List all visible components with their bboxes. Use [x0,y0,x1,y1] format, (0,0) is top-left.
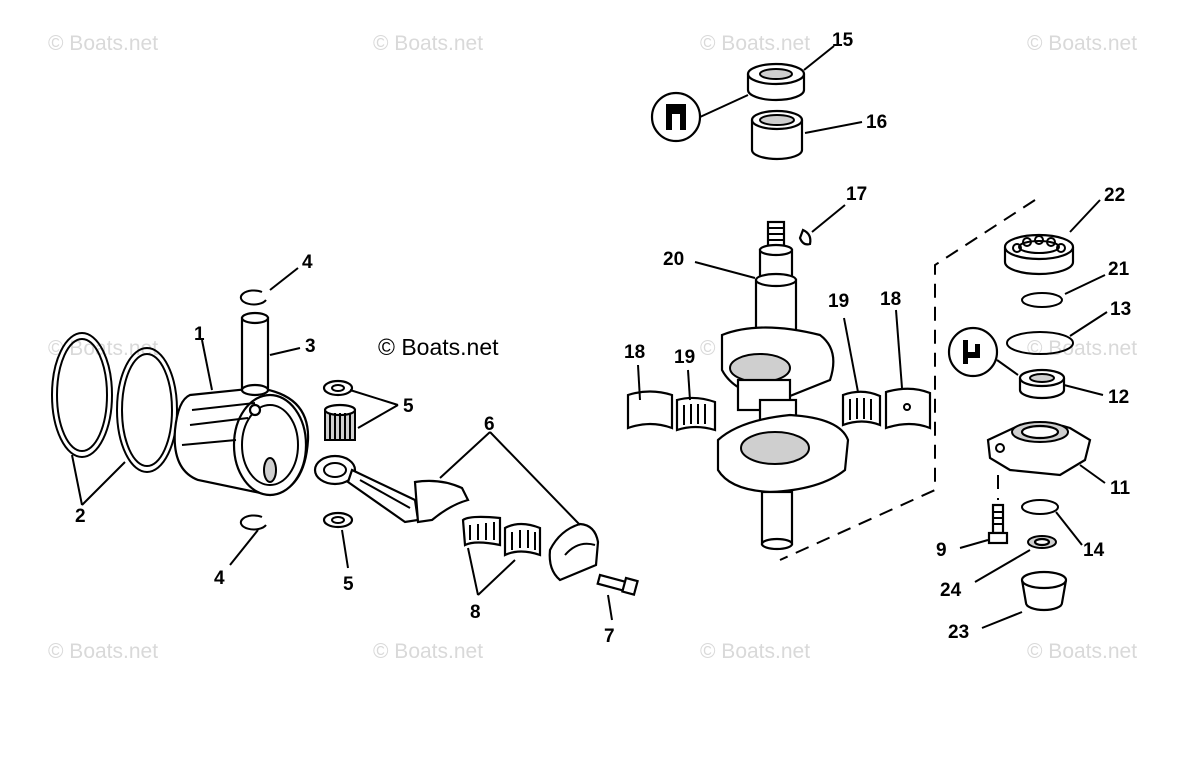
callout-label: 7 [604,626,615,647]
callout-label: 8 [470,602,481,623]
callout-label: 3 [305,336,316,357]
bearing-housing [986,421,1092,477]
callout-label: 18 [624,342,645,363]
watermark: © Boats.net [700,32,810,55]
callout-label: 5 [343,574,354,595]
pin-retainer [239,289,267,306]
site-credit: © Boats.net [378,334,499,360]
o-ring [1006,331,1074,355]
callout-label: 2 [75,506,86,527]
callout-label: 20 [663,249,684,270]
woodruff-key [798,228,812,246]
grease-icon [947,326,1019,378]
watermark: © Boats.net [373,32,483,55]
callout-label: 6 [484,414,495,435]
ball-bearing [1003,233,1075,276]
washer [1027,535,1057,549]
callout-label: 23 [948,622,969,643]
callout-label: 5 [403,396,414,417]
watermark: © Boats.net [48,337,158,360]
sealant-icon [650,91,749,143]
callout-label: 22 [1104,185,1125,206]
rod-cap [548,522,600,582]
watermark: © Boats.net [1027,32,1137,55]
cap [1020,570,1068,612]
o-ring [1021,499,1059,515]
piston-ring [116,347,178,473]
screw [987,503,1009,545]
callout-labels: 1 2 3 4 4 5 5 6 7 8 9 11 12 13 14 15 16 … [75,30,1131,647]
pin-retainer [239,514,267,531]
callout-label: 11 [1110,478,1131,499]
bearing-half [626,390,674,430]
leader-lines [71,45,1108,629]
assembly-outline [779,199,1036,561]
callout-label: 4 [214,568,225,589]
piston [173,386,310,497]
watermark: © Boats.net [1027,640,1137,663]
callout-label: 14 [1083,540,1105,561]
callout-label: 17 [846,184,867,205]
thrust-washer [322,379,354,397]
callout-label: 1 [194,324,205,345]
retaining-ring [1021,292,1063,308]
watermark: © Boats.net [700,640,810,663]
needle-bearing [750,109,804,161]
seal [746,62,806,102]
cap-screw [596,573,639,596]
callout-label: 15 [832,30,854,51]
watermark: © Boats.net [1027,337,1137,360]
watermark: © Boats.net [48,640,158,663]
callout-label: 16 [866,112,887,133]
watermarks: © Boats.net © Boats.net © Boats.net © Bo… [48,32,1137,663]
seal [1018,368,1066,400]
crankshaft [716,220,850,551]
callout-label: 18 [880,289,901,310]
needle-bearing [323,403,357,441]
callout-label: 19 [828,291,849,312]
watermark: © Boats.net [48,32,158,55]
callout-label: 19 [674,347,695,368]
watermark: © Boats.net [373,640,483,663]
callout-label: 21 [1108,259,1130,280]
callout-label: 9 [936,540,947,561]
bearing-half [884,387,932,430]
bearing-half [503,522,542,557]
callout-label: 24 [940,580,962,601]
thrust-washer [322,511,354,529]
bearing-half [675,396,717,432]
bearing-half [461,515,502,547]
callout-label: 13 [1110,299,1131,320]
callout-label: 12 [1108,387,1129,408]
connecting-rod [313,454,470,524]
piston-pin [240,311,270,397]
callout-label: 4 [302,252,313,273]
piston-ring [51,332,113,458]
bearing-half [841,390,882,427]
